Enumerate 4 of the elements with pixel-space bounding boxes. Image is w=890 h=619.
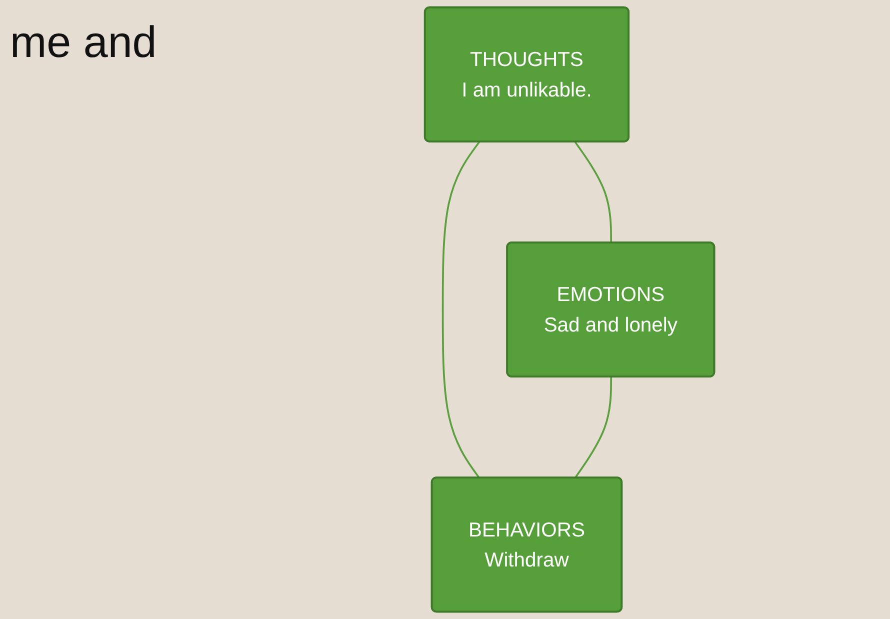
connector — [574, 141, 612, 243]
connector — [442, 141, 481, 479]
heading-text: me and — [10, 18, 157, 68]
connector — [574, 377, 612, 479]
